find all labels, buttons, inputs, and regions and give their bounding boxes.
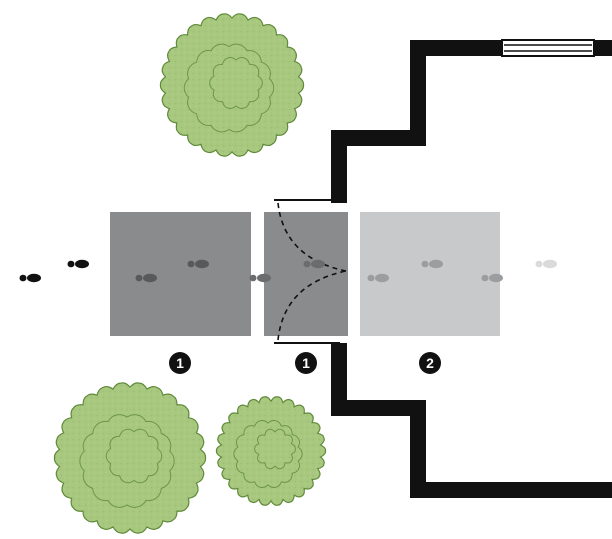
upper-wall — [331, 40, 612, 203]
callout-2-interior: 2 — [419, 352, 441, 374]
footprint-icon — [421, 259, 443, 269]
callout-label: 2 — [426, 355, 434, 371]
building-walls — [331, 39, 612, 498]
tree-icon — [53, 382, 207, 534]
callout-label: 1 — [176, 355, 184, 371]
footprint-icon — [187, 259, 209, 269]
window-icon — [501, 39, 595, 57]
callout-1-exterior: 1 — [169, 352, 191, 374]
footprint-icon — [135, 273, 157, 283]
callout-label: 1 — [302, 355, 310, 371]
footprint-icon — [367, 273, 389, 283]
door-frame — [274, 199, 340, 344]
door-swing-icon — [277, 202, 347, 341]
footprint-icon — [535, 259, 557, 269]
lower-wall — [331, 343, 612, 498]
footprint-icon — [67, 259, 89, 269]
footprints-path — [19, 259, 557, 283]
exterior-mat — [110, 212, 251, 336]
trees-layer — [53, 13, 327, 534]
tree-icon — [159, 13, 305, 157]
footprint-icon — [249, 273, 271, 283]
footprint-icon — [481, 273, 503, 283]
footprint-icon — [303, 259, 325, 269]
callout-1-threshold: 1 — [295, 352, 317, 374]
tree-icon — [215, 396, 327, 506]
footprint-icon — [19, 273, 41, 283]
